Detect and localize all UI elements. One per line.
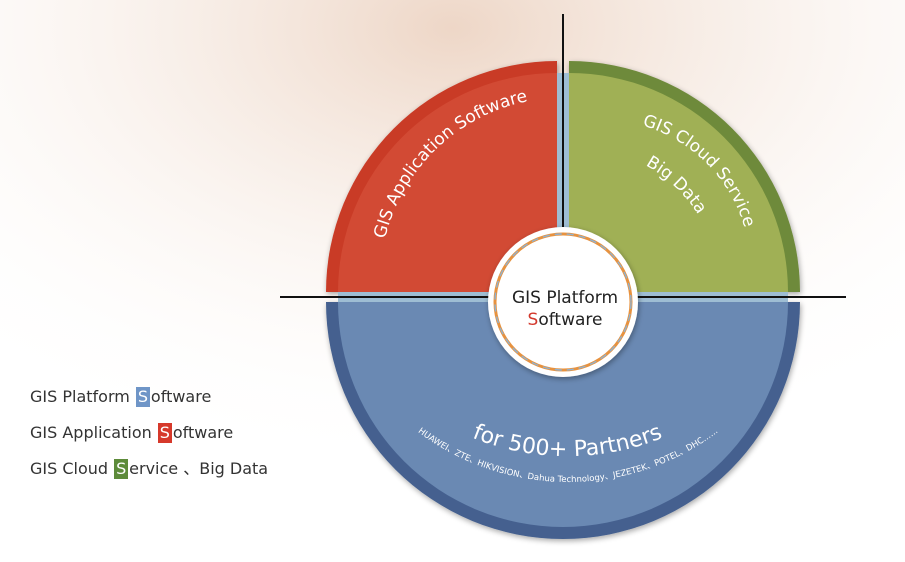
center-highlight-letter: S bbox=[528, 310, 539, 330]
center-title-line1: GIS Platform bbox=[512, 288, 618, 308]
center-title-line2: Software bbox=[528, 310, 603, 330]
cloud-sector bbox=[569, 73, 788, 292]
legend-text-after: oftware bbox=[172, 423, 234, 442]
legend-text-before: GIS Application bbox=[30, 423, 157, 442]
legend-text-after: oftware bbox=[150, 387, 212, 406]
center-title-rest: oftware bbox=[538, 310, 602, 330]
legend-text-before: GIS Platform bbox=[30, 387, 135, 406]
legend-letter-box: S bbox=[114, 459, 129, 479]
partners-sector bbox=[338, 302, 788, 527]
center-ring-blue bbox=[494, 233, 632, 371]
legend-text-before: GIS Cloud bbox=[30, 459, 114, 478]
center-circle-inner bbox=[499, 238, 627, 366]
legend-letter-box: S bbox=[157, 423, 172, 443]
legend-letter-box: S bbox=[135, 387, 150, 407]
legend-text-after: ervice 、Big Data bbox=[129, 459, 269, 478]
application-sector bbox=[338, 73, 557, 292]
